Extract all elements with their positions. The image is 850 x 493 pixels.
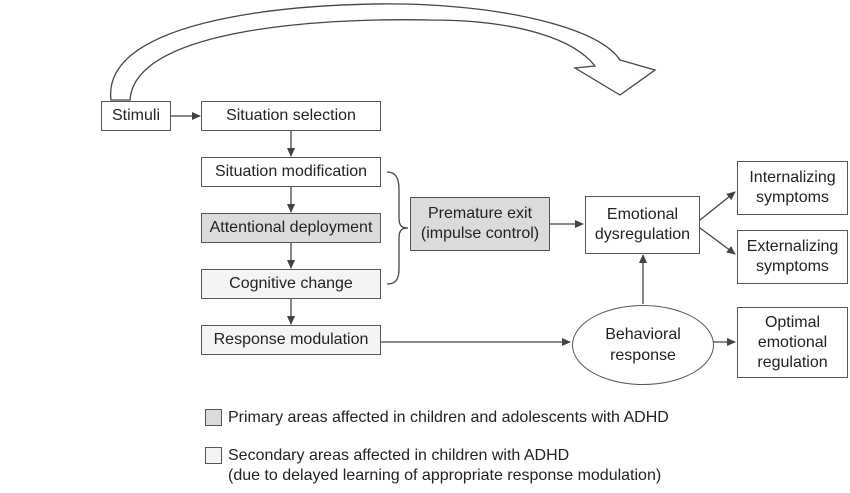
attentional-deployment-box: Attentional deployment — [201, 213, 381, 243]
arrow-dysregulation-to-internalizing — [699, 191, 736, 221]
grouping-brace — [386, 171, 409, 285]
emotional-dysregulation-label: Emotional dysregulation — [594, 206, 691, 243]
premature-exit-label: Premature exit (impulse control) — [420, 205, 540, 242]
situation-selection-box: Situation selection — [201, 101, 381, 131]
optimal-regulation-box: Optimal emotional regulation — [737, 307, 848, 378]
behavioral-response-label: Behavioral response — [605, 326, 681, 364]
feedback-curved-arrow — [110, 3, 657, 101]
optimal-regulation-label: Optimal emotional regulation — [757, 313, 828, 371]
stimuli-label: Stimuli — [111, 107, 160, 124]
situation-modification-label: Situation modification — [214, 163, 368, 180]
internalizing-label: Internalizing symptoms — [749, 169, 836, 206]
premature-exit-box: Premature exit (impulse control) — [410, 197, 550, 251]
stimuli-box: Stimuli — [101, 101, 171, 131]
emotional-dysregulation-box: Emotional dysregulation — [585, 196, 700, 254]
response-modulation-label: Response modulation — [213, 331, 369, 348]
legend-primary: Primary areas affected in children and a… — [205, 408, 669, 428]
cognitive-change-label: Cognitive change — [229, 275, 353, 292]
situation-modification-box: Situation modification — [201, 157, 381, 187]
arrow-dysregulation-to-externalizing — [699, 227, 736, 255]
externalizing-box: Externalizing symptoms — [737, 230, 848, 284]
situation-selection-label: Situation selection — [226, 107, 356, 124]
legend-secondary-label: Secondary areas affected in children wit… — [228, 447, 662, 484]
externalizing-label: Externalizing symptoms — [746, 238, 839, 275]
internalizing-box: Internalizing symptoms — [737, 161, 848, 215]
legend-secondary-swatch — [205, 447, 222, 464]
behavioral-response-ellipse: Behavioral response — [572, 305, 714, 385]
attentional-deployment-label: Attentional deployment — [209, 219, 373, 236]
legend-primary-label: Primary areas affected in children and a… — [228, 409, 669, 426]
response-modulation-box: Response modulation — [201, 325, 381, 355]
cognitive-change-box: Cognitive change — [201, 269, 381, 299]
legend-secondary: Secondary areas affected in children wit… — [205, 446, 661, 486]
legend-primary-swatch — [205, 409, 222, 426]
